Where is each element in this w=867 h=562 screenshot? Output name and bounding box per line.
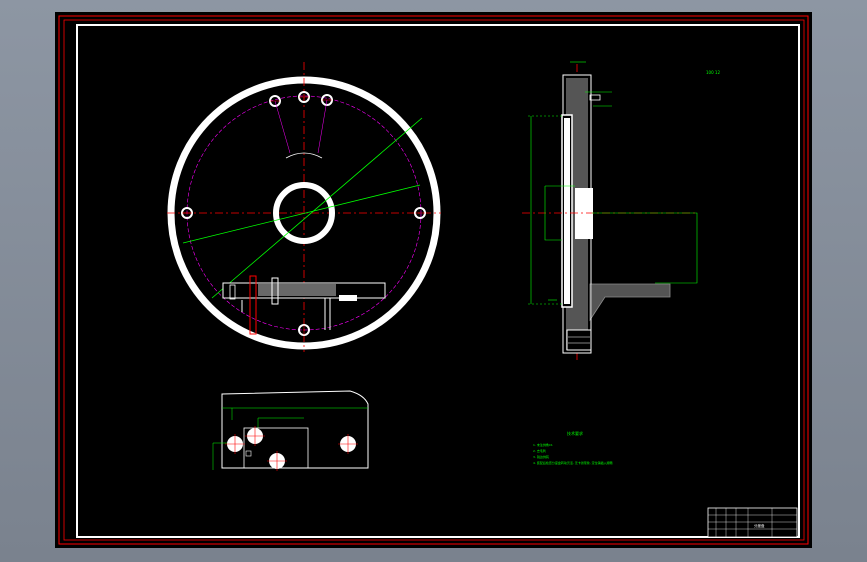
bottom-part-view xyxy=(212,390,369,471)
tech-req-line: 3. 锐边倒钝 xyxy=(533,454,549,459)
tech-req-line: 2. 去毛刺 xyxy=(533,448,546,453)
side-section-view xyxy=(522,61,698,362)
outer-border xyxy=(58,15,809,545)
title-block-part-name: 分度盘 xyxy=(754,523,765,528)
construction-line xyxy=(317,99,328,154)
side-view-dimensions xyxy=(528,61,698,305)
construction-line xyxy=(274,100,291,154)
outer-border-inner xyxy=(63,19,805,541)
tech-req-line: 1. 未注倒角C1 xyxy=(533,442,553,447)
front-view xyxy=(167,62,441,352)
cad-drawing-viewport[interactable]: 100 12 技术要求 1. 未注倒角C1 2. 去毛刺 3. 锐边倒钝 4. … xyxy=(55,12,812,548)
cad-drawing: 100 12 技术要求 1. 未注倒角C1 2. 去毛刺 3. 锐边倒钝 4. … xyxy=(58,15,809,545)
diameter-dimension-line xyxy=(182,184,421,244)
tech-req-title: 技术要求 xyxy=(567,430,583,436)
clamp-assembly xyxy=(222,275,386,335)
diameter-dimension-line xyxy=(211,117,423,299)
top-right-note: 100 12 xyxy=(706,70,720,75)
tech-req-line: 4. 装配后检查分度盘转动灵活, 无卡滞现象, 定位销插入顺畅 xyxy=(533,460,613,465)
support-bracket xyxy=(589,283,671,322)
technical-requirements: 技术要求 1. 未注倒角C1 2. 去毛刺 3. 锐边倒钝 4. 装配后检查分度… xyxy=(533,430,613,465)
center-bore xyxy=(273,182,335,244)
angle-arc xyxy=(285,152,323,159)
hub-bore xyxy=(575,188,593,239)
title-block: 分度盘 xyxy=(707,507,798,538)
drawing-frame xyxy=(76,24,800,538)
